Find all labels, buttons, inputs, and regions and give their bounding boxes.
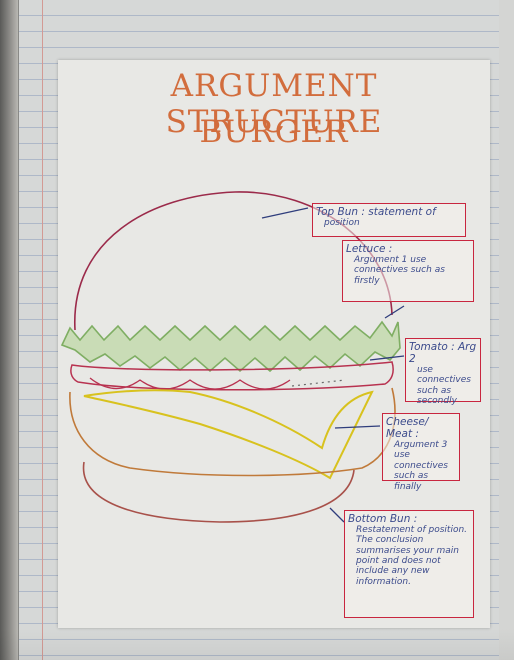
label-bottom-bun: Bottom Bun : Restatement of position. Th… [344,510,474,618]
arrow-cheese [335,426,380,428]
label-tomato-text: use connectives such as secondly [409,365,477,406]
label-tomato-title: Tomato : Arg 2 [409,341,477,365]
label-top-bun-text: position [316,218,462,228]
label-tomato: Tomato : Arg 2 use connectives such as s… [405,338,481,402]
label-lettuce-text: Argument 1 use connectives such as first… [346,255,470,286]
bottom-bun-outline [84,462,354,522]
label-bottom-bun-title: Bottom Bun : [348,513,470,525]
label-lettuce-title: Lettuce : [346,243,470,255]
meat-patty [70,388,395,476]
label-top-bun-title: Top Bun : statement of [316,206,462,218]
meat-dots [292,380,345,386]
lettuce-layer [62,322,400,371]
arrow-bottom-bun [330,508,344,522]
tomato-scallops [90,378,290,389]
label-bottom-bun-text: Restatement of position. The conclusion … [348,525,470,587]
label-cheese-meat-title: Cheese/ Meat : [386,416,456,440]
photo-bottom-shade [0,628,514,660]
arrow-lettuce [385,306,404,318]
cheese-slice [84,390,372,478]
label-cheese-meat: Cheese/ Meat : Argument 3 use connective… [382,413,460,481]
arrow-top-bun [262,208,308,218]
label-cheese-meat-text: Argument 3 use connectives such as final… [386,440,456,492]
label-lettuce: Lettuce : Argument 1 use connectives suc… [342,240,474,302]
label-top-bun: Top Bun : statement of position [312,203,466,237]
